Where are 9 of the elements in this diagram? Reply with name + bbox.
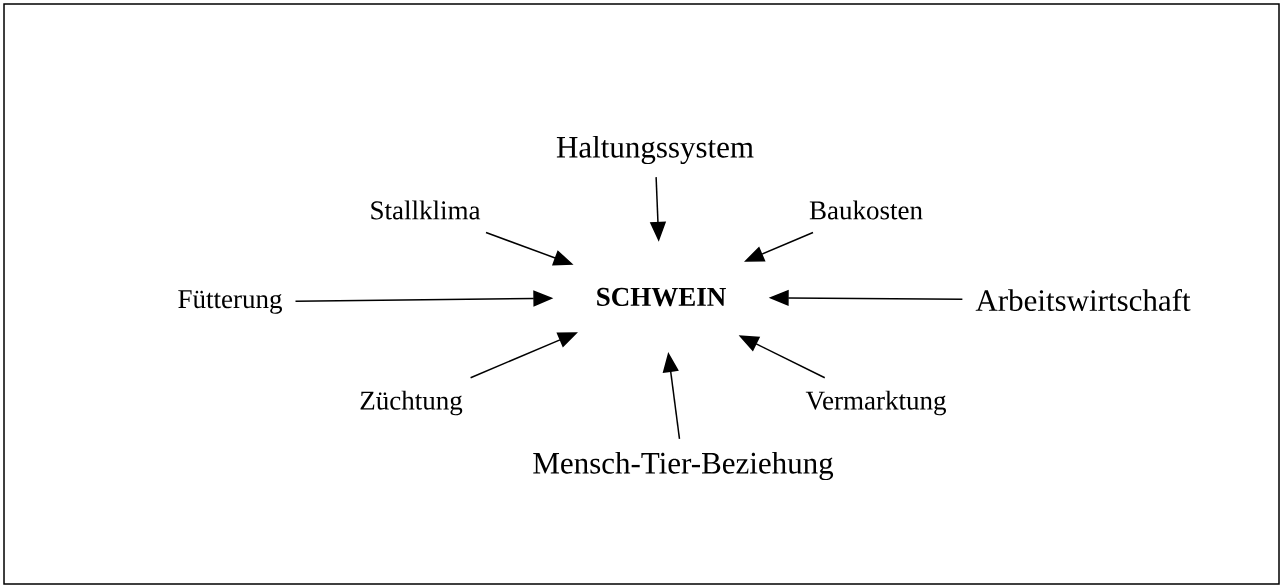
center-label: SCHWEIN bbox=[597, 287, 726, 307]
factor-label: Haltungssystem bbox=[556, 135, 754, 165]
factor-label: Stallklima bbox=[371, 200, 481, 220]
factor-label: Mensch-Tier-Beziehung bbox=[533, 451, 834, 481]
factor-label: Baukosten bbox=[809, 200, 923, 220]
factor-label: Vermarktung bbox=[805, 390, 946, 416]
factor-label: Fütterung bbox=[178, 290, 282, 314]
factor-label: Arbeitswirtschaft bbox=[975, 288, 1191, 312]
factor-label: Züchtung bbox=[360, 390, 463, 416]
